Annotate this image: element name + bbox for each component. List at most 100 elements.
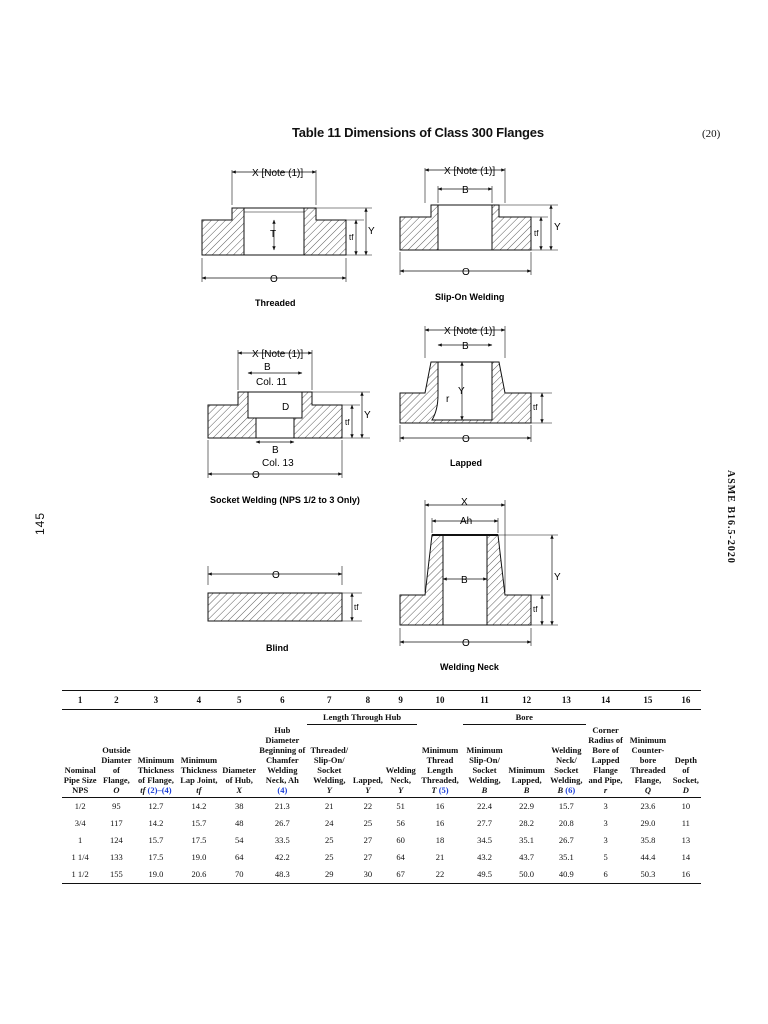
slip-on-x-note: X [Note (1)] — [444, 166, 495, 177]
flange-figures: X [Note (1)] T tf Y O Threaded X [Note (… — [201, 166, 561, 672]
socket-welding-flange-figure: X [Note (1)] B Col. 11 D B Col. 13 tf Y … — [207, 349, 371, 505]
col-num: 3 — [134, 690, 178, 710]
table-cell: 19.0 — [191, 852, 207, 862]
column-header-12: Minimum Lapped,B — [506, 724, 547, 798]
table-cell: 25 — [363, 818, 373, 828]
column-header-15: Minimum Counter- bore Threaded Flange,Q — [625, 724, 671, 798]
slip-on-flange-figure: X [Note (1)] B tf Y O Slip-On Welding — [399, 166, 561, 302]
table-cell: 16 — [435, 818, 445, 828]
socket-b-top: B — [264, 362, 271, 373]
table-cell: 56 — [396, 818, 405, 828]
table-cell: 133 — [110, 852, 123, 862]
table-cell: 15.7 — [148, 835, 164, 845]
socket-x-note: X [Note (1)] — [252, 349, 303, 360]
table-cell: 54 — [234, 835, 244, 845]
column-header-16: Depth of Socket,D — [670, 724, 701, 798]
table-cell: 43.7 — [519, 852, 535, 862]
table-cell: 29.0 — [640, 818, 656, 828]
table-cell: 27 — [363, 835, 373, 845]
table-cell: 42.2 — [274, 852, 290, 862]
table-cell: 29 — [306, 865, 352, 884]
table-cell: 155 — [98, 865, 135, 884]
table-cell: 33.5 — [274, 835, 290, 845]
column-header-5: Diameter of Hub,X — [220, 724, 258, 798]
table-cell: 21 — [435, 852, 445, 862]
welding-neck-flange-figure: X Ah B tf Y O Welding Neck — [399, 497, 561, 672]
col-num: 12 — [506, 690, 547, 710]
table-cell: 11 — [681, 818, 690, 828]
threaded-o: O — [270, 274, 278, 285]
table-cell: 34.5 — [477, 835, 492, 845]
table-cell: 21 — [325, 801, 334, 811]
column-header-7: Threaded/ Slip-On/ Socket Welding,Y — [306, 724, 352, 798]
table-cell: 40.9 — [546, 865, 586, 884]
table-cell: 35.1 — [558, 852, 574, 862]
table-cell: 44.4 — [640, 852, 656, 862]
threaded-caption: Threaded — [255, 298, 296, 308]
table-cell: 43.2 — [477, 852, 492, 862]
table-cell: 10 — [681, 801, 691, 811]
table-cell: 19.0 — [134, 865, 178, 884]
table-cell: 5 — [603, 852, 608, 862]
table-cell: 49.5 — [462, 865, 507, 884]
table-cell: 14.2 — [148, 818, 164, 828]
table-cell: 17.5 — [148, 852, 164, 862]
edition-mark: (20) — [702, 128, 721, 140]
socket-y: Y — [364, 410, 371, 421]
column-header-3: Minimum Thickness of Flange,tf (2)–(4) — [134, 724, 178, 798]
socket-b-bottom: B — [272, 445, 279, 456]
table-cell: 35.1 — [519, 835, 535, 845]
column-header-8: Lapped,Y — [351, 724, 384, 798]
col-num: 16 — [670, 690, 701, 710]
class-300-dimensions-table: 1 2 3 4 5 6 7 8 9 10 11 12 13 14 15 16 L… — [62, 690, 701, 884]
table-cell: 17.5 — [191, 835, 207, 845]
column-header-2: Outside Diamter of Flange,O — [98, 724, 135, 798]
lapped-x-note: X [Note (1)] — [444, 326, 495, 337]
table-cell: 26.7 — [558, 835, 574, 845]
col-num: 15 — [625, 690, 671, 710]
socket-col11: Col. 11 — [256, 377, 287, 388]
lapped-y: Y — [458, 386, 465, 397]
slip-on-o: O — [462, 267, 470, 278]
slip-on-caption: Slip-On Welding — [435, 292, 504, 302]
bore-group: Bore — [462, 709, 586, 725]
threaded-t-label: T — [270, 229, 276, 240]
table-cell: 23.6 — [640, 801, 656, 811]
table-cell: 24 — [325, 818, 334, 828]
col-num: 1 — [62, 690, 99, 710]
table-cell: 48.3 — [257, 865, 307, 884]
table-cell: 48 — [234, 818, 244, 828]
socket-tf: tf — [345, 418, 350, 427]
table-cell: 3 — [603, 801, 608, 811]
table-cell: 25 — [325, 835, 334, 845]
table-cell: 16 — [670, 865, 701, 884]
socket-caption: Socket Welding (NPS 1/2 to 3 Only) — [210, 495, 360, 505]
column-header-6: Hub Diameter Beginning of Chamfer Weldin… — [257, 724, 307, 798]
table-cell: 15.7 — [191, 818, 207, 828]
table-cell: 14 — [681, 852, 691, 862]
welding-neck-y: Y — [554, 572, 561, 583]
page-title: Table 11 Dimensions of Class 300 Flanges — [292, 125, 544, 140]
table-cell: 64 — [234, 852, 244, 862]
threaded-y: Y — [368, 226, 375, 237]
threaded-x-note: X [Note (1)] — [252, 168, 303, 179]
slip-on-tf: tf — [534, 229, 539, 238]
table-cell: 1 1/2 — [62, 865, 99, 884]
socket-o: O — [252, 470, 260, 481]
table-cell: 3 — [603, 835, 608, 845]
table-cell: 18 — [435, 835, 445, 845]
table-cell: 21.3 — [274, 801, 290, 811]
table-cell: 22.9 — [519, 801, 535, 811]
table-cell: 3/4 — [74, 818, 86, 828]
table-cell: 6 — [585, 865, 626, 884]
table-cell: 13 — [681, 835, 691, 845]
column-number-row: 1 2 3 4 5 6 7 8 9 10 11 12 13 14 15 16 — [62, 690, 701, 710]
lapped-caption: Lapped — [450, 458, 482, 468]
table-cell: 27 — [363, 852, 373, 862]
column-header-4: Minimum Thickness Lap Joint,tf — [177, 724, 221, 798]
